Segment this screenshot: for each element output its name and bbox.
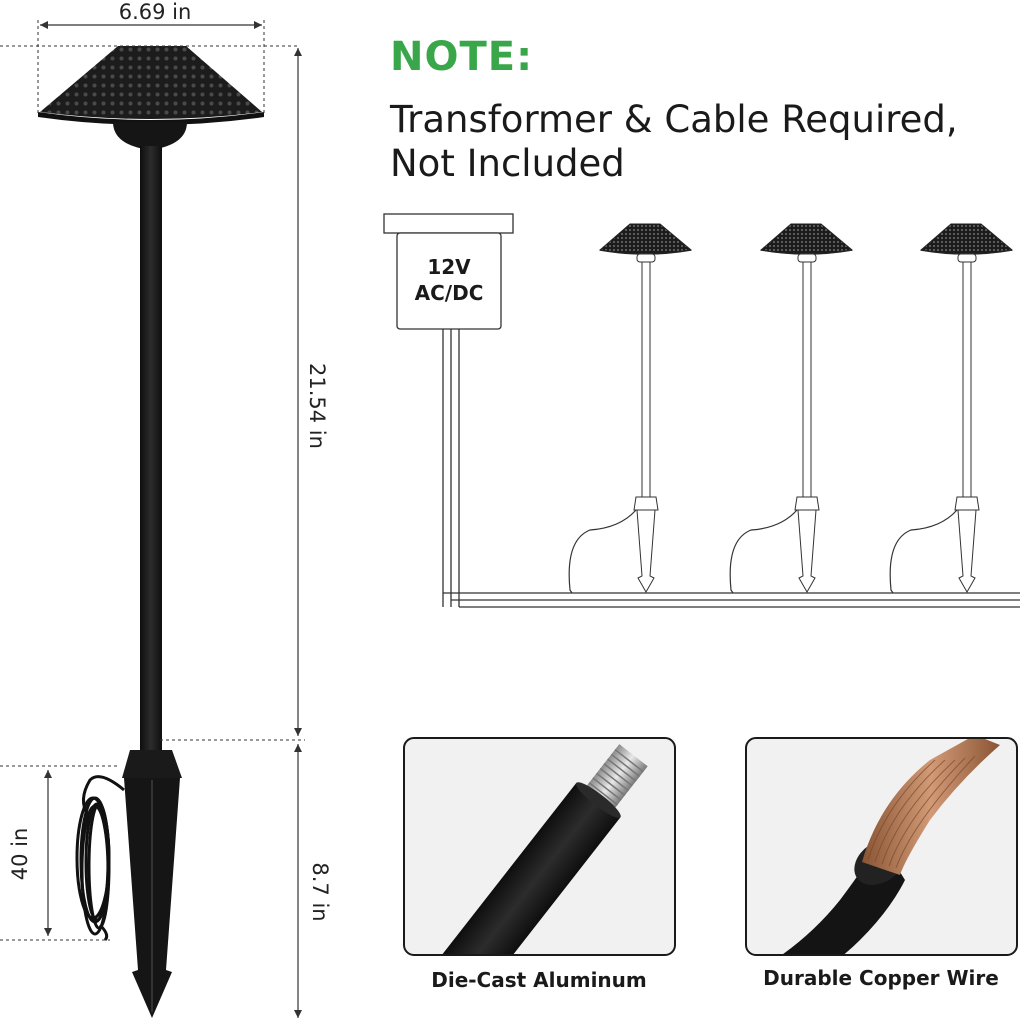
note-text: Transformer & Cable Required, Not Includ… xyxy=(390,98,958,186)
caption-copper-wire: Durable Copper Wire xyxy=(763,966,999,990)
note-line-2: Not Included xyxy=(390,142,625,185)
cable-coil xyxy=(75,775,125,942)
stake-dimension-label: 8.7 in xyxy=(308,862,332,922)
cable-dimension-label: 40 in xyxy=(8,827,32,881)
copper-wire-icon xyxy=(745,737,1018,956)
mini-light-2 xyxy=(729,223,854,594)
low-voltage-cable xyxy=(442,329,1020,608)
note-title: NOTE: xyxy=(390,34,534,80)
caption-die-cast-aluminum: Die-Cast Aluminum xyxy=(431,968,647,992)
transformer-voltage: 12V xyxy=(427,255,471,279)
transformer-label: 12V AC/DC xyxy=(397,254,501,306)
width-dimension-label: 6.69 in xyxy=(118,0,192,24)
dimension-lines xyxy=(0,20,305,1018)
mini-light-1 xyxy=(568,223,693,594)
lamp-shade xyxy=(40,46,262,119)
aluminum-pole-icon xyxy=(403,737,676,956)
wiring-diagram xyxy=(383,213,1020,608)
height-dimension-label: 21.54 in xyxy=(305,363,329,449)
note-line-1: Transformer & Cable Required, xyxy=(390,98,958,141)
mini-light-3 xyxy=(889,223,1014,594)
lamp-head xyxy=(113,122,187,150)
transformer-cap xyxy=(383,213,514,234)
transformer-box xyxy=(396,232,502,330)
path-light-product xyxy=(38,46,264,1018)
lamp-pole xyxy=(140,146,162,751)
transformer-current: AC/DC xyxy=(414,281,484,305)
